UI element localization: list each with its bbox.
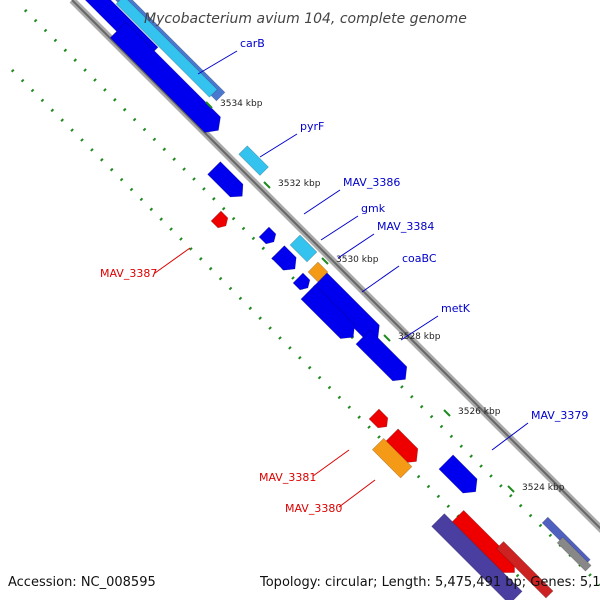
- gene-label[interactable]: MAV_3386: [343, 176, 400, 189]
- gene-feature: [238, 145, 269, 176]
- backbone-track: [69, 0, 600, 533]
- gene-label[interactable]: MAV_3379: [531, 409, 588, 422]
- tick-mark: [205, 101, 213, 109]
- gene-feature: [271, 245, 297, 271]
- gene-label[interactable]: metK: [441, 302, 471, 315]
- gene-label-leader: [361, 265, 400, 293]
- gene-feature: [556, 536, 592, 572]
- gene-feature: [368, 408, 389, 429]
- gene-feature: [292, 272, 311, 291]
- gene-feature: [451, 509, 515, 573]
- gene-label[interactable]: MAV_3381: [259, 471, 316, 484]
- tick-mark: [383, 334, 391, 342]
- feature-track: [84, 0, 592, 600]
- tick-label: 3524 kbp: [522, 483, 565, 493]
- tick-label: 3530 kbp: [336, 255, 379, 265]
- gene-label-leader: [259, 133, 298, 158]
- gene-label-leader: [400, 315, 439, 341]
- gene-feature: [371, 437, 413, 479]
- tick-mark: [507, 485, 515, 493]
- dotted-ruler-inner: [10, 68, 527, 585]
- tick-mark: [443, 409, 451, 417]
- gene-label-leader: [337, 233, 375, 259]
- gene-feature: [307, 261, 329, 283]
- gene-label-leader: [320, 215, 359, 241]
- tick-track: 3534 kbp 3532 kbp 3530 kbp 3528 kbp 3526 kbp…: [205, 99, 565, 493]
- gene-feature: [300, 284, 355, 339]
- tick-label: 3526 kbp: [458, 407, 501, 417]
- gene-label[interactable]: gmk: [361, 202, 386, 215]
- gene-label[interactable]: coaBC: [402, 252, 437, 265]
- gene-feature: [438, 454, 478, 494]
- gene-feature: [115, 0, 218, 98]
- gene-label[interactable]: MAV_3380: [285, 502, 342, 515]
- tick-mark: [321, 257, 329, 265]
- gene-label-leader: [491, 422, 529, 451]
- gene-feature: [109, 21, 221, 133]
- gene-feature: [312, 272, 380, 340]
- gene-label-leader: [338, 479, 376, 508]
- tick-mark: [263, 181, 271, 189]
- genome-summary-text: Topology: circular; Length: 5,475,491 bp…: [259, 575, 600, 590]
- gene-feature: [431, 513, 523, 600]
- tick-label: 3528 kbp: [398, 332, 441, 342]
- accession-text: Accession: NC_008595: [8, 575, 156, 590]
- gene-label[interactable]: pyrF: [300, 120, 324, 133]
- gene-feature: [207, 161, 244, 198]
- map-title: Mycobacterium avium 104, complete genome: [144, 11, 467, 27]
- gene-feature: [258, 226, 277, 245]
- gene-label-leader: [154, 247, 191, 274]
- gene-label[interactable]: MAV_3384: [377, 220, 434, 233]
- gene-label-leader: [303, 189, 341, 215]
- gene-label[interactable]: MAV_3387: [100, 267, 157, 280]
- gene-label[interactable]: carB: [240, 37, 265, 50]
- tick-label: 3534 kbp: [220, 99, 263, 109]
- gene-feature: [355, 329, 408, 382]
- gene-feature: [289, 234, 318, 263]
- gene-label-leader: [312, 449, 350, 477]
- gene-feature: [496, 541, 554, 599]
- gene-label-leader: [197, 50, 238, 75]
- gene-feature: [210, 210, 229, 229]
- tick-label: 3532 kbp: [278, 179, 321, 189]
